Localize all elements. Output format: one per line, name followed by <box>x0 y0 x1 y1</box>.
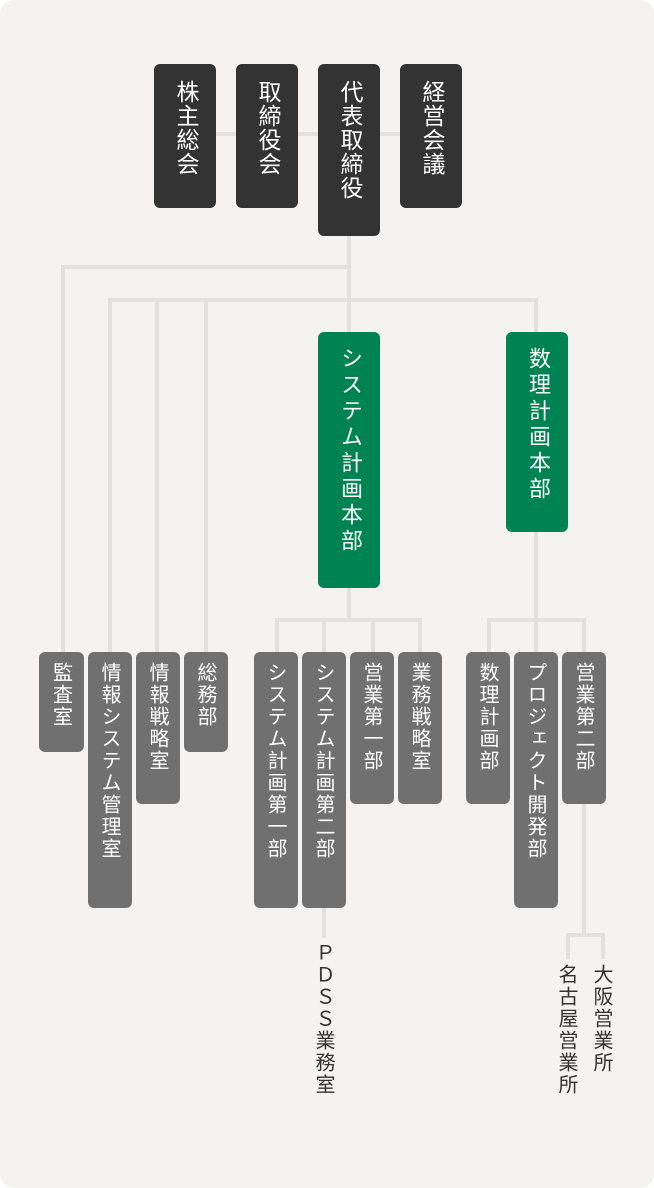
representative-director-label: 代表取締役 <box>336 80 362 200</box>
osaka-sales-office-label: 大阪営業所 <box>590 964 614 1074</box>
sales-dept-1-box: 営業第一部 <box>350 652 394 804</box>
connector-sys-plan-1-down <box>275 618 279 652</box>
connector-audit-down <box>61 265 65 652</box>
math-planning-division-box: 数理計画本部 <box>506 332 568 532</box>
sales-dept-1-label: 営業第一部 <box>360 662 384 772</box>
info-system-management-office-label: 情報システム管理室 <box>98 662 122 860</box>
project-development-dept-box: プロジェクト開発部 <box>514 652 558 908</box>
audit-office-box: 監査室 <box>39 652 84 752</box>
representative-director-box: 代表取締役 <box>318 64 380 236</box>
info-strategy-office-label: 情報戦略室 <box>146 662 170 772</box>
connector-math-division-out <box>534 530 538 622</box>
nagoya-sales-office-label: 名古屋営業所 <box>555 964 579 1096</box>
connector-sales-1-down <box>371 618 375 652</box>
connector-sales-2-offices-down <box>582 802 586 936</box>
general-affairs-dept-box: 総務部 <box>184 652 228 752</box>
connector-ceo-down <box>347 234 351 332</box>
business-strategy-office-label: 業務戦略室 <box>408 662 432 772</box>
connector-general-affairs-down <box>204 298 208 652</box>
pdss-office-label: ＰＤＳＳ業務室 <box>312 942 336 1096</box>
connector-pdss-down <box>322 905 326 938</box>
connector-system-units-branch <box>275 618 422 622</box>
connector-sales-2-down <box>582 618 586 652</box>
connector-info-strategy-down <box>155 298 159 652</box>
system-planning-dept-2-label: システム計画第二部 <box>312 662 336 860</box>
connector-info-system-down <box>108 298 112 652</box>
connector-offices-branch <box>566 933 605 937</box>
connector-biz-strategy-down <box>418 618 422 652</box>
system-planning-dept-1-label: システム計画第一部 <box>264 662 288 860</box>
board-of-directors-label: 取締役会 <box>254 80 280 176</box>
connector-top-row <box>176 132 446 136</box>
math-planning-dept-label: 数理計画部 <box>476 662 500 772</box>
management-meeting-label: 経営会議 <box>418 80 444 176</box>
general-affairs-dept-label: 総務部 <box>194 662 218 728</box>
connector-sys-plan-2-down <box>322 618 326 652</box>
connector-audit-branch <box>61 265 351 269</box>
board-of-directors-box: 取締役会 <box>236 64 298 208</box>
info-strategy-office-box: 情報戦略室 <box>136 652 180 804</box>
connector-osaka-down <box>601 933 605 959</box>
audit-office-label: 監査室 <box>49 662 74 728</box>
sales-dept-2-label: 営業第二部 <box>572 662 596 772</box>
system-planning-dept-2-box: システム計画第二部 <box>302 652 346 908</box>
connector-nagoya-down <box>566 933 570 959</box>
sales-dept-2-box: 営業第二部 <box>562 652 606 804</box>
connector-project-dev-down <box>534 618 538 652</box>
system-planning-division-box: システム計画本部 <box>318 332 380 588</box>
connector-math-division-down <box>534 298 538 334</box>
math-planning-division-label: 数理計画本部 <box>525 347 550 503</box>
connector-system-division-out <box>347 586 351 622</box>
business-strategy-office-box: 業務戦略室 <box>398 652 442 804</box>
shareholders-meeting-box: 株主総会 <box>154 64 216 208</box>
shareholders-meeting-label: 株主総会 <box>172 80 198 176</box>
management-meeting-box: 経営会議 <box>400 64 462 208</box>
info-system-management-office-box: 情報システム管理室 <box>88 652 132 908</box>
system-planning-division-label: システム計画本部 <box>337 347 362 555</box>
math-planning-dept-box: 数理計画部 <box>466 652 510 804</box>
connector-main-branch <box>108 298 538 302</box>
system-planning-dept-1-box: システム計画第一部 <box>254 652 298 908</box>
connector-math-plan-down <box>487 618 491 652</box>
project-development-dept-label: プロジェクト開発部 <box>524 662 548 860</box>
